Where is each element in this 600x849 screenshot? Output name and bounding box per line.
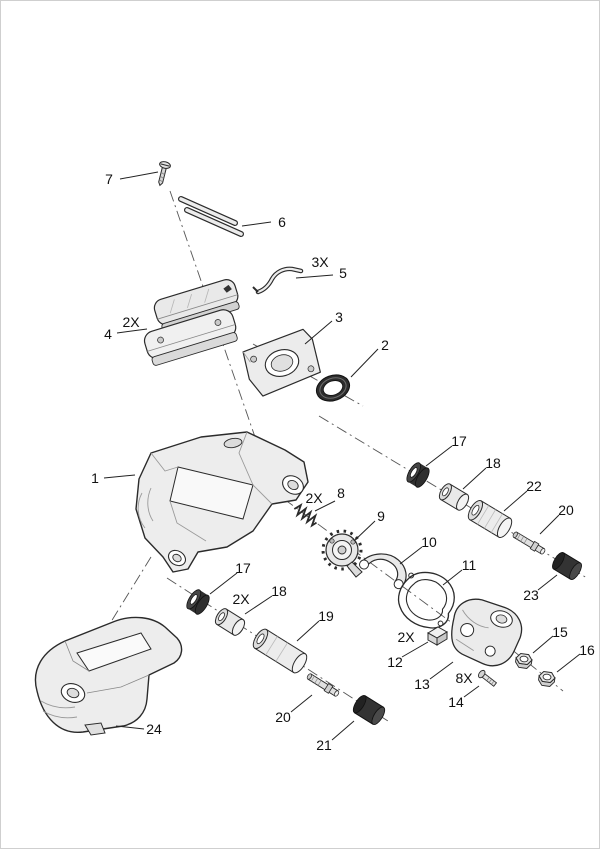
leader-17-upper <box>425 445 453 467</box>
part-12-guide-block <box>427 626 448 646</box>
leader-10 <box>399 546 423 565</box>
part-6-retainer-bar <box>178 196 244 237</box>
qty-2x-springs: 2X <box>305 490 323 506</box>
callout-20-upper: 20 <box>558 502 574 518</box>
callout-17-upper: 17 <box>451 433 467 449</box>
leader-20-upper <box>539 514 560 535</box>
parts-artwork <box>34 161 582 736</box>
part-10-lever <box>359 553 407 590</box>
callout-11: 11 <box>462 557 477 573</box>
callout-21: 21 <box>316 737 332 753</box>
axis-actuator <box>283 498 502 660</box>
callout-1: 1 <box>91 470 99 486</box>
part-22-sleeve <box>467 499 513 539</box>
leader-24 <box>115 725 145 730</box>
callout-8: 8 <box>337 485 345 501</box>
part-20-guide-pin-upper <box>512 531 546 555</box>
callout-2: 2 <box>381 337 389 353</box>
callout-18-upper: 18 <box>485 455 501 471</box>
part-19-sleeve <box>252 628 308 674</box>
part-11-gasket <box>397 571 455 629</box>
part-15-nut <box>515 652 533 669</box>
part-18-bushing-upper <box>438 483 470 511</box>
callout-14: 14 <box>448 694 464 710</box>
leader-13 <box>429 661 454 680</box>
part-24-housing-lower <box>34 616 183 736</box>
leader-11 <box>442 569 463 586</box>
callout-4: 4 <box>104 326 112 342</box>
part-5-spring-clip <box>252 266 304 295</box>
part-16-nut <box>538 670 556 687</box>
leader-lines <box>103 171 581 741</box>
callout-16: 16 <box>579 642 595 658</box>
callout-22: 22 <box>526 478 542 494</box>
callout-6: 6 <box>278 214 286 230</box>
leader-22 <box>503 490 528 512</box>
callout-9: 9 <box>377 508 385 524</box>
part-21-cap <box>352 695 386 725</box>
leader-7 <box>119 171 159 180</box>
part-13-carrier-bracket <box>451 598 523 667</box>
qty-2x-blocks: 2X <box>397 629 415 645</box>
callout-17-lower: 17 <box>235 560 251 576</box>
leader-12 <box>401 641 429 658</box>
callout-12: 12 <box>387 654 403 670</box>
part-18-bushing-lower <box>214 608 246 636</box>
qty-8x-bolts: 8X <box>455 670 473 686</box>
callout-labels: 7 6 3X 5 2X 4 3 2 1 17 18 22 20 2X 8 9 1… <box>91 171 595 753</box>
part-9-actuator <box>321 529 363 578</box>
part-20-guide-pin-lower <box>306 673 340 697</box>
leader-19 <box>296 620 320 642</box>
part-17-seal-lower <box>186 589 210 615</box>
callout-3: 3 <box>335 309 343 325</box>
callout-5: 5 <box>339 265 347 281</box>
leader-15 <box>532 635 554 654</box>
part-14-bolt <box>477 669 498 687</box>
callout-13: 13 <box>414 676 430 692</box>
leader-18-lower <box>244 595 273 615</box>
leader-6 <box>241 221 272 227</box>
qty-2x-bushings: 2X <box>232 591 250 607</box>
part-7-screw <box>158 161 171 187</box>
part-1-caliper-housing <box>135 431 309 573</box>
part-4-brake-pads <box>143 279 240 366</box>
leader-5 <box>295 274 334 279</box>
part-17-seal-upper <box>406 462 430 488</box>
callout-15: 15 <box>552 624 568 640</box>
leader-14 <box>463 685 480 698</box>
callout-23: 23 <box>523 587 539 603</box>
callout-10: 10 <box>421 534 437 550</box>
part-2-seal-ring <box>315 374 351 402</box>
callout-19: 19 <box>318 608 334 624</box>
leader-2 <box>350 348 379 378</box>
leader-1 <box>103 474 136 479</box>
leader-17-lower <box>209 572 238 595</box>
leader-4 <box>116 328 148 334</box>
callout-18-lower: 18 <box>271 583 287 599</box>
leader-23 <box>537 574 558 591</box>
part-23-cap <box>552 552 582 580</box>
qty-3x-clips: 3X <box>311 254 329 270</box>
part-3-adapter-plate <box>242 328 321 397</box>
leader-18-upper <box>462 467 487 490</box>
leader-9 <box>353 520 376 542</box>
part-8-spring <box>293 503 318 528</box>
callout-24: 24 <box>146 721 162 737</box>
qty-2x-pads: 2X <box>122 314 140 330</box>
leader-8 <box>314 500 336 512</box>
leader-20-lower <box>290 694 313 713</box>
callout-20-lower: 20 <box>275 709 291 725</box>
leader-16 <box>556 653 581 673</box>
leader-3 <box>304 320 333 345</box>
callout-7: 7 <box>105 171 113 187</box>
leader-21 <box>331 720 355 741</box>
